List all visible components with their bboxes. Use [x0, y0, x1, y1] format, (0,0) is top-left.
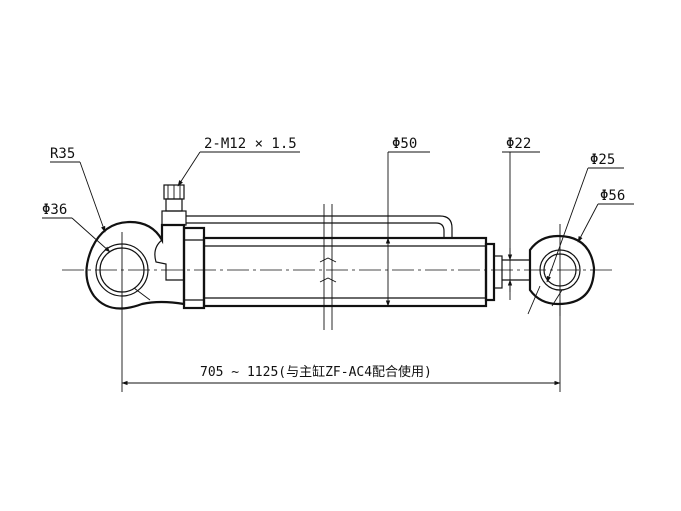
- d25-leader: [527, 167, 624, 315]
- oil-tube: [186, 215, 453, 238]
- right-eye: [528, 224, 596, 316]
- r35-label: R35: [50, 146, 75, 162]
- port-leader: [177, 151, 300, 187]
- piston-rod: [502, 259, 530, 281]
- d50-dimension: [385, 151, 430, 307]
- d50-label: Φ50: [392, 136, 417, 152]
- d22-dimension: [502, 151, 540, 300]
- r35-leader: [50, 161, 106, 233]
- cylinder-head: [182, 226, 206, 310]
- d36-label: Φ36: [42, 202, 67, 218]
- length-dimension: [121, 300, 561, 392]
- port-fitting: [161, 184, 187, 226]
- d25-label: Φ25: [590, 152, 615, 168]
- d36-leader: [42, 217, 151, 301]
- left-eye: [85, 220, 186, 310]
- rear-cap: [484, 242, 503, 302]
- length-label: 705 ~ 1125(与主缸ZF-AC4配合使用): [200, 364, 432, 380]
- port-label: 2-M12 × 1.5: [204, 136, 297, 152]
- d56-leader: [551, 203, 634, 307]
- d56-label: Φ56: [600, 188, 625, 204]
- d22-label: Φ22: [506, 136, 531, 152]
